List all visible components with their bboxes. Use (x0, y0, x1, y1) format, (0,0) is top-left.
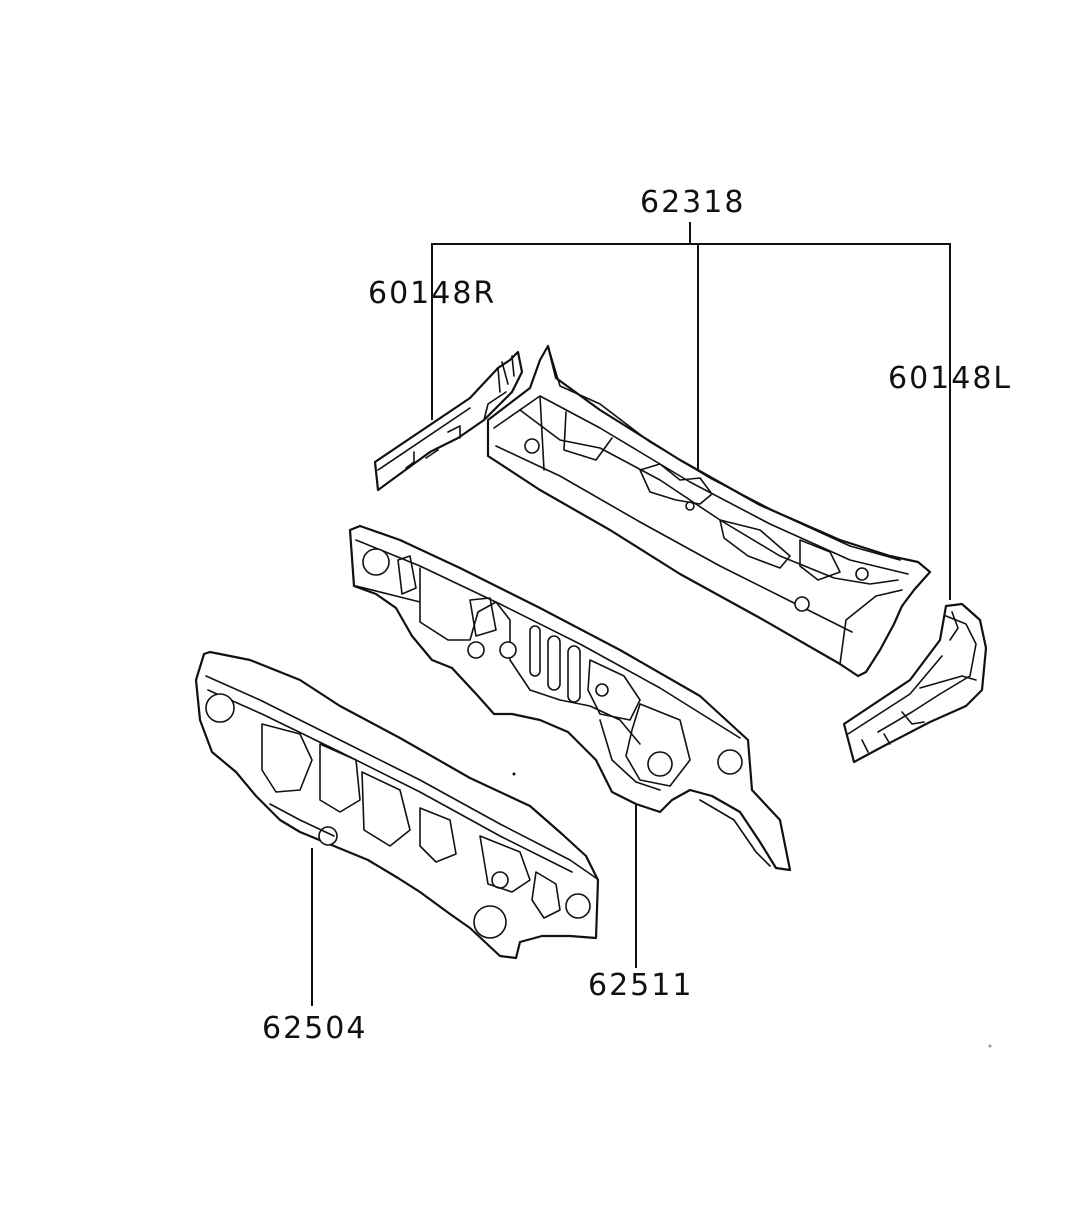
label-62511[interactable]: 62511 (588, 968, 693, 1003)
cowl-top-panel-drawing[interactable] (486, 344, 932, 678)
dash-insulator-drawing[interactable] (194, 650, 600, 960)
dash-panel-drawing[interactable] (348, 524, 792, 872)
cowl-side-left-drawing[interactable] (842, 602, 988, 764)
leader-62318 (431, 222, 951, 600)
scan-dot (512, 772, 516, 776)
label-62318[interactable]: 62318 (640, 185, 745, 220)
label-62504[interactable]: 62504 (262, 1011, 367, 1046)
scan-dot (988, 1044, 992, 1048)
cowl-side-right-drawing[interactable] (373, 350, 524, 492)
